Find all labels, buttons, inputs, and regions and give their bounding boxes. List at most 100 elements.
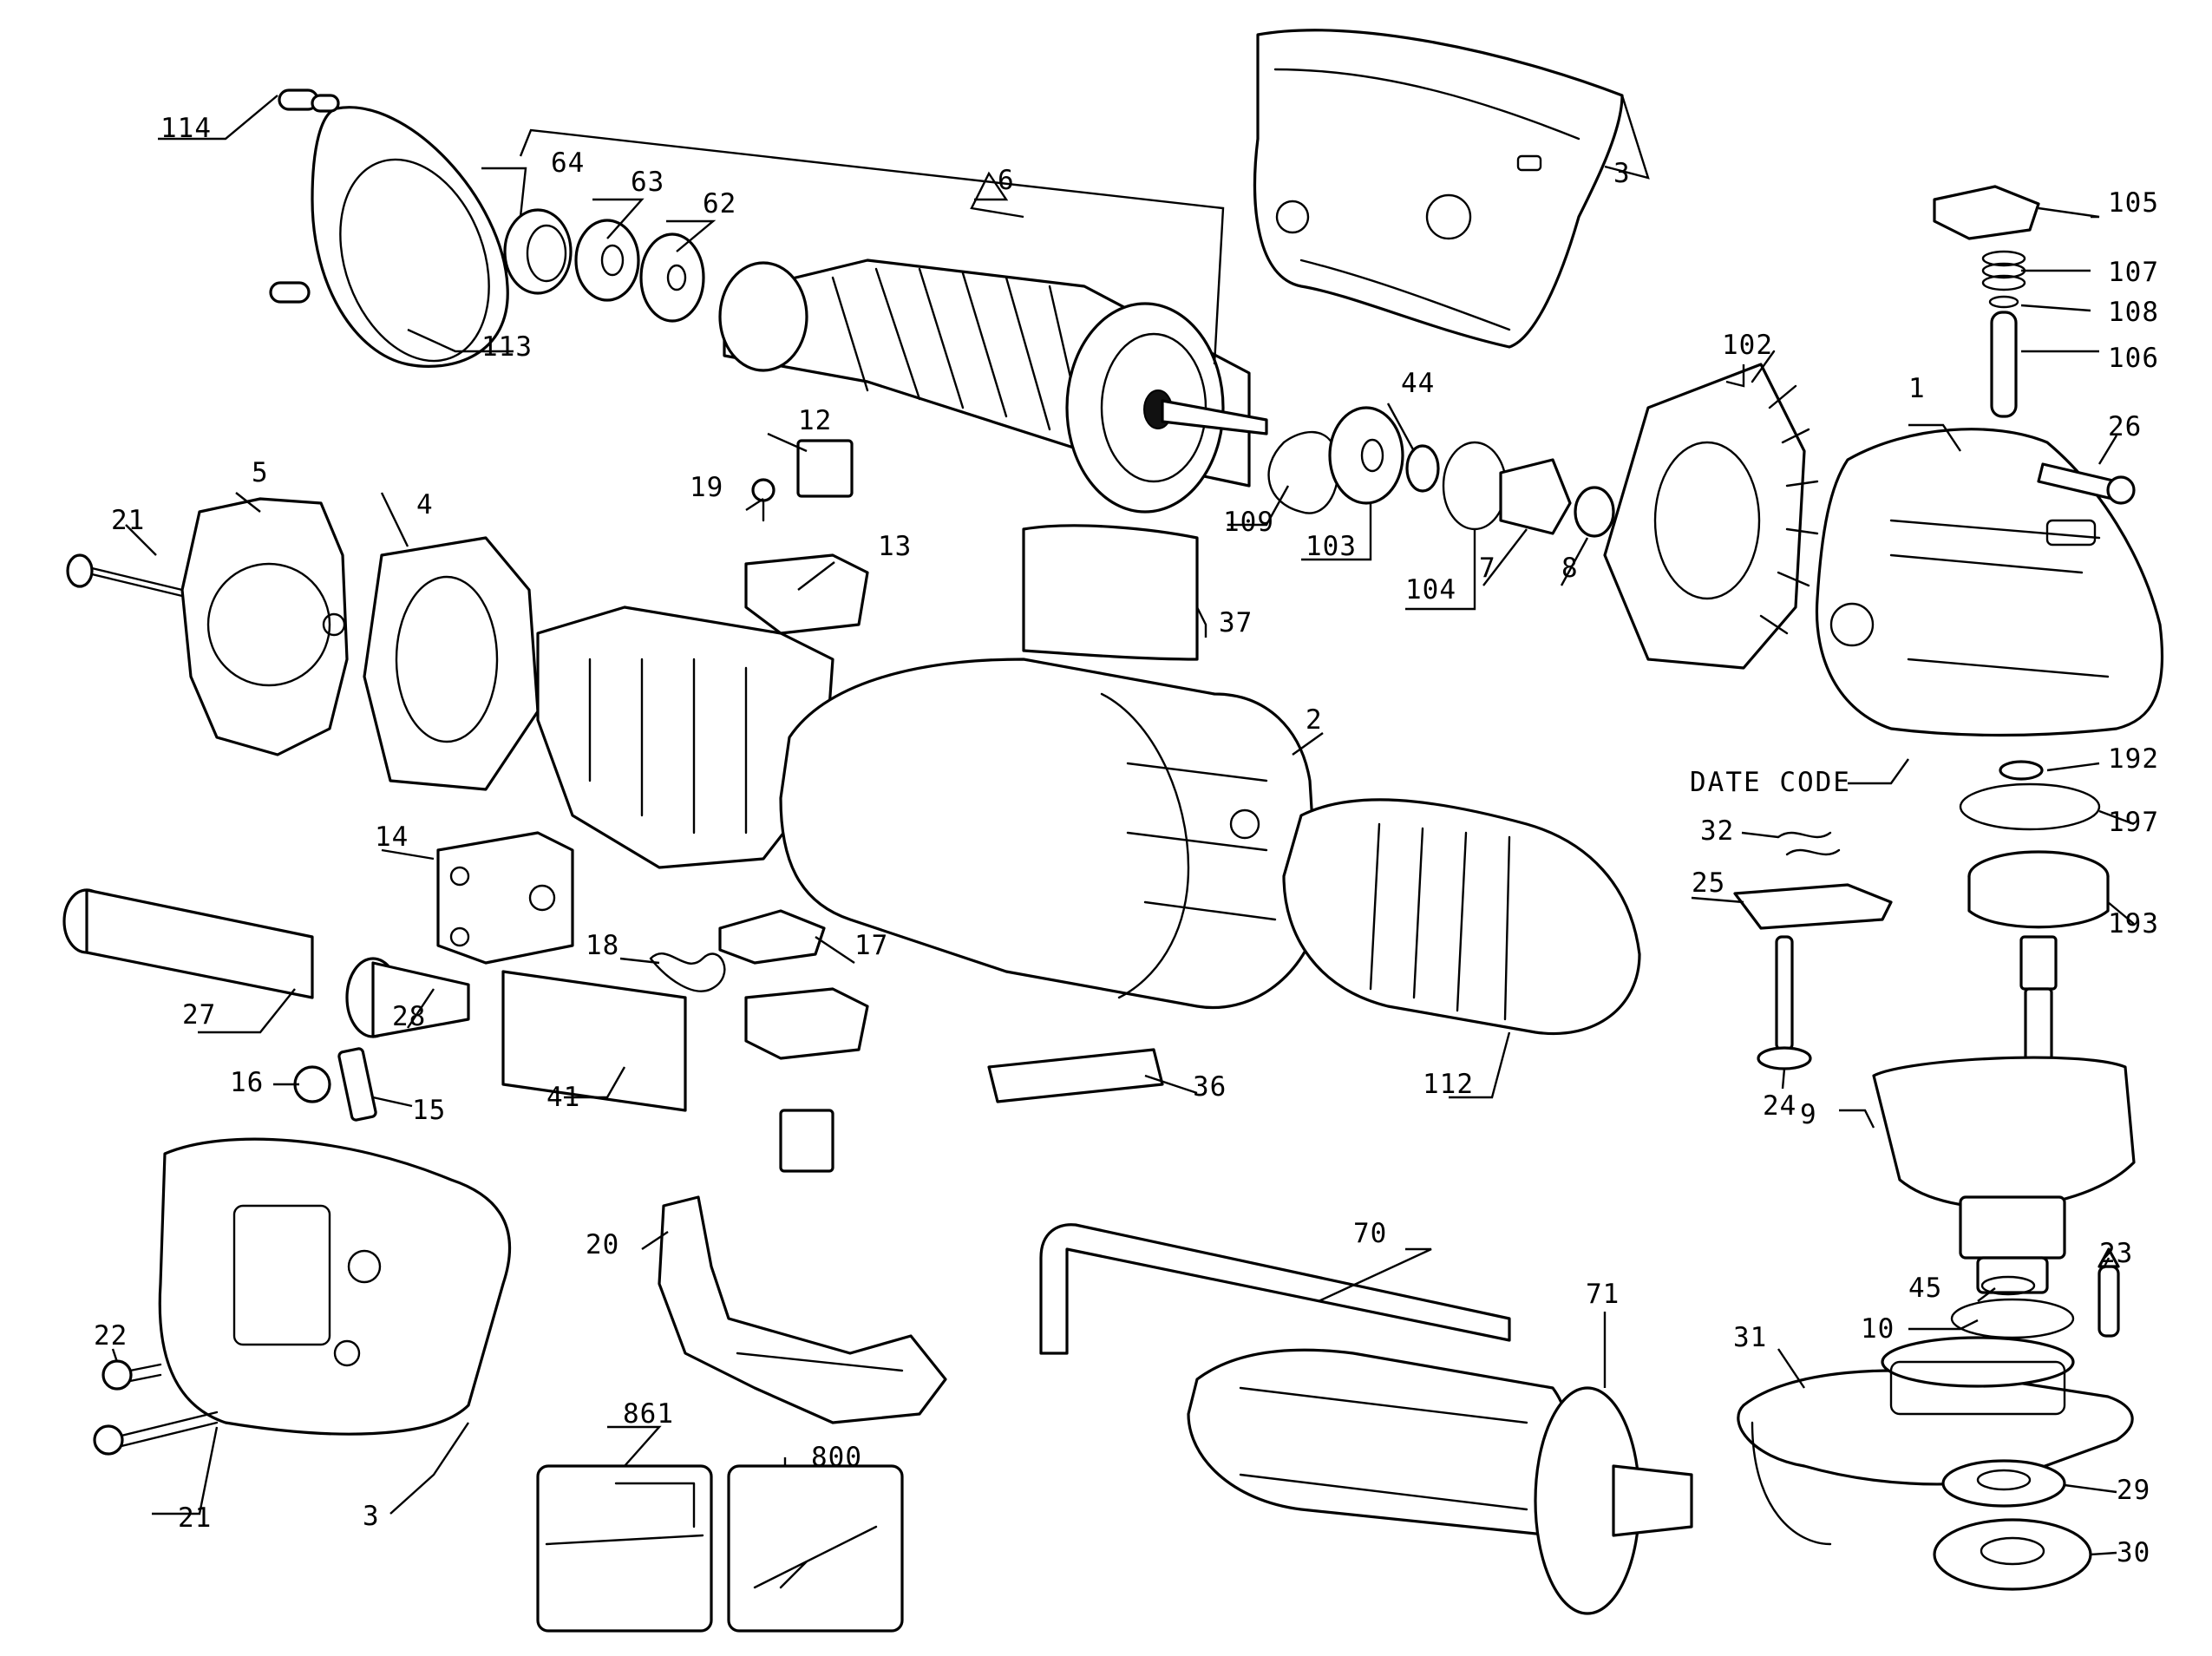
rear-cover-5-part [180,497,349,756]
ring-10-part [1950,1298,2075,1339]
brush-12-part [796,439,854,498]
callout-36: 36 [1193,1071,1227,1103]
callout-44: 44 [1401,368,1435,399]
callout-20: 20 [586,1229,619,1260]
callout-28: 28 [392,1001,426,1032]
callout-3: 3 [1613,158,1631,189]
callout-27: 27 [182,999,216,1031]
callout-800: 800 [811,1442,862,1473]
callout-193: 193 [2108,908,2159,939]
callout-19: 19 [690,472,723,503]
paddle-switch-20-part [658,1195,947,1424]
callout-21-upper: 21 [111,505,145,536]
callout-22: 22 [94,1320,128,1352]
washer-63-part [574,219,640,302]
callout-31: 31 [1733,1322,1767,1353]
lower-housing-part [158,1137,511,1436]
clip-15-part [337,1047,377,1122]
washer-44-part [1405,444,1440,493]
nut-8-part [1574,486,1615,538]
callout-17: 17 [854,930,888,961]
callout-192: 192 [2108,743,2159,775]
lever-25-part [1733,883,1893,930]
pinion-7-part [1499,458,1572,535]
case-861-part [536,1464,713,1633]
callout-18: 18 [586,930,619,961]
rear-cap-disc-part [269,88,509,368]
callout-107: 107 [2108,257,2159,288]
motor-housing-2-part [779,658,1320,1009]
brush-holder-lower-part [744,987,869,1060]
callout-102: 102 [1722,330,1773,361]
ring-45-part [1980,1275,2036,1296]
brush-lower-part [779,1109,834,1173]
spindle-lock-part [1933,185,2040,418]
callout-13: 13 [878,531,912,562]
callout-109: 109 [1223,507,1274,538]
callout-23: 23 [2099,1238,2133,1269]
callout-32: 32 [1700,815,1734,847]
field-112-part [1282,798,1641,1035]
callout-861: 861 [623,1398,674,1430]
callout-5: 5 [252,457,269,488]
callout-45: 45 [1908,1273,1942,1304]
spring-32-part [1777,831,1841,856]
callout-25: 25 [1692,867,1725,899]
date-code-annotation: DATE CODE [1690,767,1851,798]
callout-64: 64 [551,147,585,179]
upper-housing-part [1253,29,1624,349]
pin-24-part [1757,935,1812,1070]
callout-63: 63 [631,167,664,198]
tool-800-part [727,1464,904,1633]
oring-104-part [1442,441,1508,531]
flange-29-part [1941,1459,2066,1508]
callout-197: 197 [2108,807,2159,838]
callout-29: 29 [2117,1475,2150,1506]
screw-22-part [101,1359,162,1391]
bearing-64-part [503,208,573,295]
callout-9: 9 [1800,1099,1817,1130]
callout-14: 14 [375,821,409,853]
side-handle-rod-27-part [62,888,314,999]
label-36-part [987,1048,1164,1103]
callout-10: 10 [1861,1313,1895,1345]
callout-112: 112 [1423,1069,1474,1100]
callout-26: 26 [2108,411,2142,442]
callout-41: 41 [546,1082,580,1113]
callout-16: 16 [230,1067,264,1098]
callout-106: 106 [2108,343,2159,374]
screw-21-lower-part [93,1411,219,1456]
bearing-103-part [1328,406,1404,505]
pin-23-part [2097,1247,2120,1338]
baffle-102-part [1603,350,1819,670]
callout-21-lower: 21 [178,1502,212,1534]
callout-70: 70 [1353,1218,1387,1249]
grip-handle-71-part [1187,1348,1693,1615]
callout-24: 24 [1763,1090,1796,1122]
callout-12: 12 [798,405,832,436]
callout-108: 108 [2108,297,2159,328]
label-41-part [501,970,687,1112]
brush-17-part [718,909,826,965]
callout-3-lower: 3 [363,1501,380,1532]
guard-31-part [1737,1336,2134,1546]
pin-26-part [2037,462,2136,505]
callout-37: 37 [1219,607,1253,638]
nut-30-part [1933,1518,2092,1591]
callout-8: 8 [1561,553,1579,584]
washer-62-part [639,232,705,323]
callout-4: 4 [416,489,434,520]
callout-113: 113 [481,331,533,363]
callout-103: 103 [1306,531,1357,562]
label-37-part [1022,524,1199,661]
callout-15: 15 [412,1095,446,1126]
callout-105: 105 [2108,187,2159,219]
callout-1: 1 [1908,373,1926,404]
callout-labels: 114 64 63 62 6 3 105 107 108 106 113 102… [94,113,2159,1568]
baffle-ring-4-part [363,536,540,791]
spring-18-part [649,952,726,992]
switch-14-part [436,831,574,965]
callout-114: 114 [160,113,212,144]
callout-62: 62 [703,188,736,219]
